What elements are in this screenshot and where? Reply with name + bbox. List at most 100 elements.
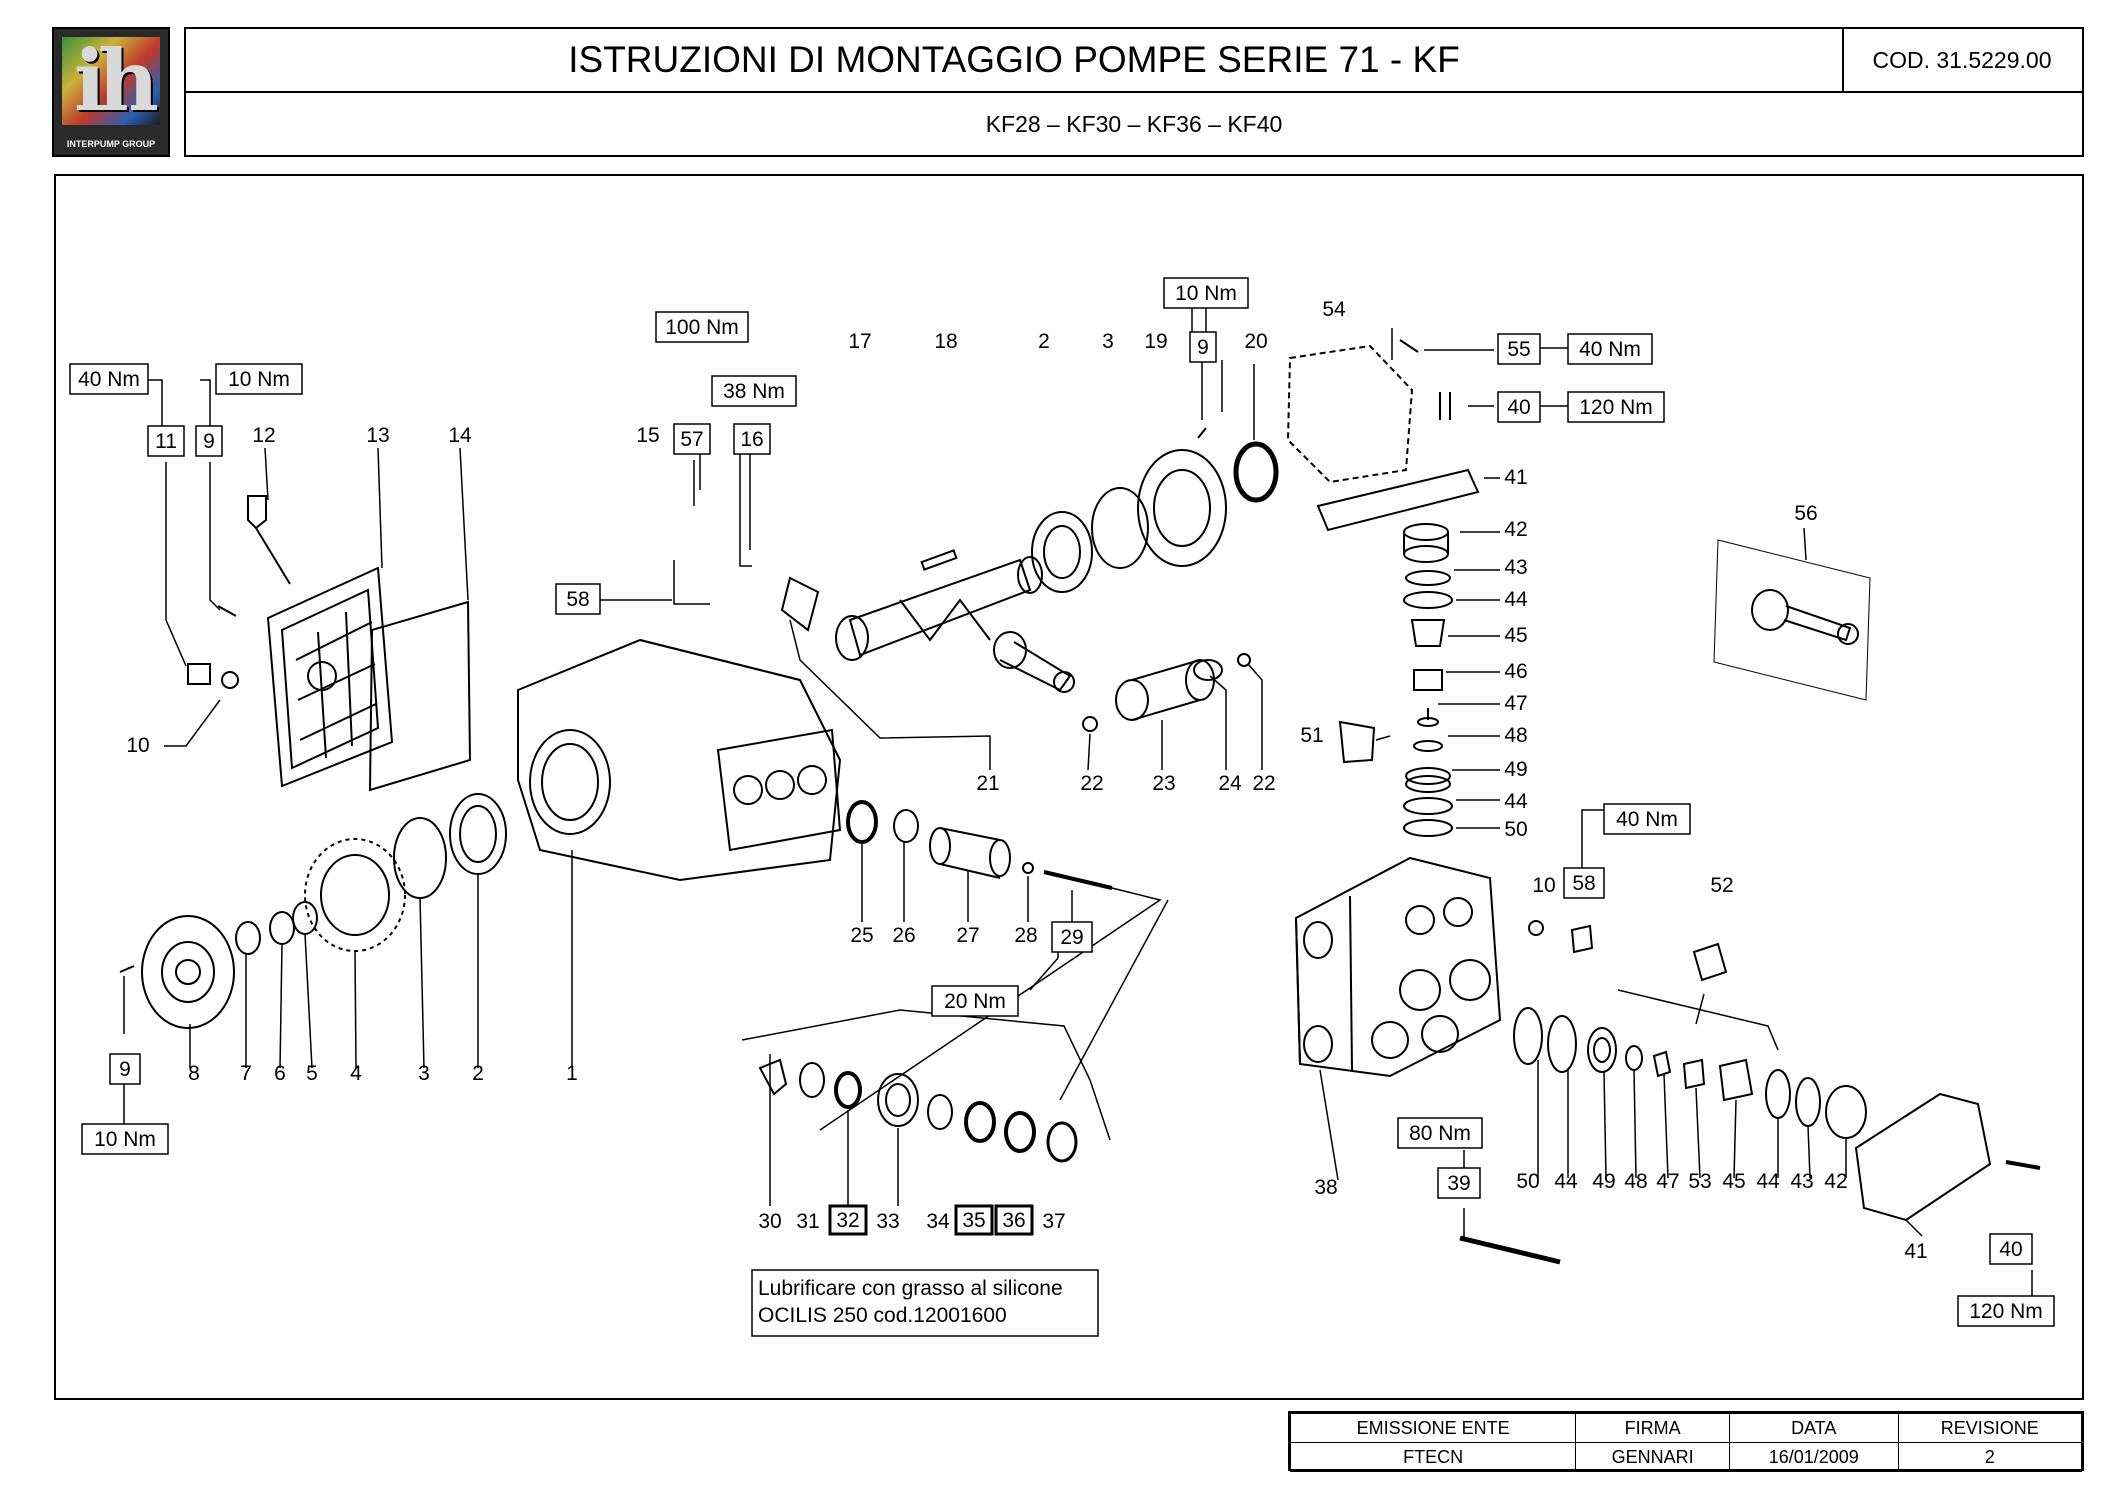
bolt-29-part [1043,870,1113,890]
box-frame [1567,391,1665,423]
part-label-l13: 13 [366,424,389,447]
box-text: 32 [836,1209,859,1232]
valve-plate-41-part [1316,468,1480,532]
box-frame [1603,803,1691,835]
box-frame [711,375,797,407]
box-label-b16: 16 [733,423,771,455]
half-bearing-part [780,576,820,632]
box-text: 35 [962,1209,985,1232]
seal-kit-outline [741,1009,1111,1141]
box-frame [655,311,749,343]
box-text: 9 [1197,336,1209,359]
part-label-l48b: 48 [1624,1170,1647,1193]
part-label-l49b: 49 [1592,1170,1615,1193]
crankshaft-part [835,556,1043,661]
box-label-b40nm_b: 40 Nm [1567,333,1653,365]
box-text: 9 [203,430,215,453]
box-frame [1437,1167,1481,1199]
o-ring-3-left-part [393,817,447,899]
box-label-b80nm: 80 Nm [1397,1117,1483,1149]
box-frame [147,425,185,457]
pin-24-part [1193,659,1223,681]
tb-header-data: DATA [1728,1413,1899,1443]
valve-row-parts [1513,1007,1867,1139]
part-label-l8: 8 [188,1062,200,1085]
note-line-2: OCILIS 250 cod.12001600 [758,1304,1007,1327]
document-code: COD. 31.5229.00 [1842,29,2082,93]
box-text: 38 Nm [723,380,785,403]
box-frame [555,583,601,615]
part-label-l12: 12 [252,424,275,447]
part-label-l44a: 44 [1504,588,1528,611]
box-label-b20nm: 20 Nm [931,985,1019,1017]
part-label-l30: 30 [758,1210,781,1233]
tb-value-firma: GENNARI [1575,1442,1730,1472]
box-label-b36: 36 [994,1204,1034,1236]
part-label-l44d: 44 [1756,1170,1780,1193]
box-label-b58b: 58 [1563,867,1605,899]
box-label-b10nm_b: 10 Nm [1163,277,1249,309]
box-label-b40a: 40 [1497,391,1541,423]
models-line: KF28 – KF30 – KF36 – KF40 [985,110,1283,137]
part-label-l14: 14 [448,424,472,447]
screw-55-part [1399,339,1419,353]
box-label-b9b: 9 [1189,331,1217,363]
box-frame [1989,1233,2033,1265]
part-label-l41a: 41 [1504,466,1527,489]
part-label-l44b: 44 [1504,790,1528,813]
box-label-b40nm_c: 40 Nm [1603,803,1691,835]
header-box: ISTRUZIONI DI MONTAGGIO POMPE SERIE 71 -… [184,27,2084,157]
box-text: 20 Nm [944,990,1006,1013]
box-text: 80 Nm [1409,1122,1471,1145]
part-label-l43b: 43 [1790,1170,1813,1193]
box-label-b120nm_a: 120 Nm [1567,391,1665,423]
part-label-l23: 23 [1152,772,1175,795]
part-label-l46: 46 [1504,660,1527,683]
part-label-l54: 54 [1322,298,1346,321]
box-text: 58 [1572,872,1595,895]
pump-head-38-part [1294,856,1502,1078]
box-frame [1397,1117,1483,1149]
box-label-b100nm: 100 Nm [655,311,749,343]
box-text: 58 [566,588,589,611]
box-frame [994,1204,1034,1236]
part-label-l56: 56 [1794,502,1817,525]
part-label-l18: 18 [934,330,957,353]
part-label-l6: 6 [274,1062,286,1085]
part-label-l50a: 50 [1504,818,1527,841]
part-label-l47b: 47 [1656,1170,1679,1193]
box-frame [69,363,149,395]
part-label-l21: 21 [976,772,999,795]
part-label-l43a: 43 [1504,556,1527,579]
box-text: 100 Nm [665,316,739,339]
part-label-l22a: 22 [1080,772,1103,795]
crankcase-part [517,638,842,882]
part-label-l45a: 45 [1504,624,1527,647]
box-text: 10 Nm [228,368,290,391]
bearing-cover-19-part [1137,449,1227,567]
part-label-l52: 52 [1710,874,1733,897]
part-label-l34: 34 [926,1210,950,1233]
box-text: 10 Nm [94,1128,156,1151]
part-label-l44c: 44 [1554,1170,1578,1193]
box-frame [109,1053,141,1085]
part-label-l4: 4 [350,1062,362,1085]
valve-51-part [1338,720,1376,764]
part-label-l38: 38 [1314,1176,1337,1199]
box-label-b29: 29 [1051,921,1093,953]
oil-seal-20-part [1233,441,1279,503]
box-text: 9 [119,1058,131,1081]
part-label-l10a: 10 [126,734,149,757]
o-ring-3-right-part [1091,487,1149,569]
box-text: 40 [1999,1238,2022,1261]
box-text: 39 [1447,1172,1470,1195]
box-text: 120 Nm [1579,396,1653,419]
piston-27-part [929,827,1011,879]
ring-10b-part [1528,920,1544,936]
part-label-l25: 25 [850,924,873,947]
box-label-b9c: 9 [109,1053,141,1085]
tb-value-data: 16/01/2009 [1728,1442,1899,1472]
drawing-frame [54,174,2084,1400]
